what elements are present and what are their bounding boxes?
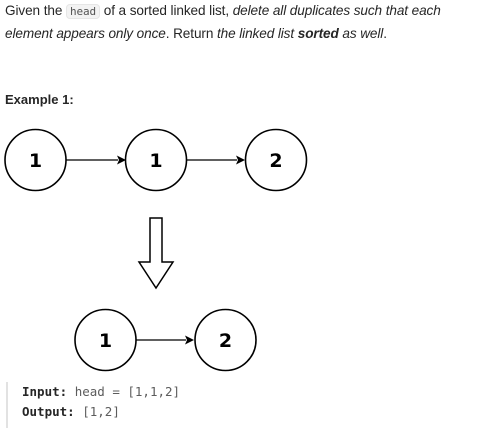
example-title: Example 1: [5, 92, 74, 107]
desc-text: . [383, 26, 387, 41]
node-value: 1 [99, 330, 112, 352]
example-io-block: Input: head = [1,1,2] Output: [1,2] [6, 382, 482, 428]
input-line: Input: head = [1,1,2] [22, 382, 482, 402]
node-value: 2 [269, 150, 282, 172]
input-label: Input: [22, 384, 68, 399]
desc-emphasis: delete all duplicates such that each ele… [5, 3, 441, 41]
problem-description: Given the head of a sorted linked list, … [5, 0, 481, 45]
down-arrow-icon [137, 217, 175, 290]
desc-strong: sorted [297, 26, 339, 41]
desc-emphasis: the linked list sorted as well [216, 26, 384, 41]
arrow-head [117, 155, 126, 165]
inline-code-head: head [65, 4, 101, 19]
list-node: 1 [74, 308, 137, 372]
output-label: Output: [22, 404, 75, 419]
input-list: 1 1 2 [4, 128, 308, 192]
arrow-head [185, 335, 194, 345]
output-list: 1 2 [74, 308, 257, 372]
list-node: 1 [124, 128, 188, 192]
node-value: 2 [219, 330, 232, 352]
list-node: 1 [4, 128, 67, 192]
desc-text: of a sorted linked list, [100, 3, 233, 18]
list-node: 2 [244, 128, 308, 192]
node-value: 1 [149, 150, 162, 172]
desc-text: Given the [5, 3, 66, 18]
arrow-head [236, 155, 245, 165]
output-line: Output: [1,2] [22, 402, 482, 422]
desc-text: . Return [165, 26, 217, 41]
input-value: head = [1,1,2] [74, 384, 181, 399]
list-node: 2 [194, 308, 257, 372]
output-value: [1,2] [82, 404, 120, 419]
node-value: 1 [29, 150, 42, 172]
